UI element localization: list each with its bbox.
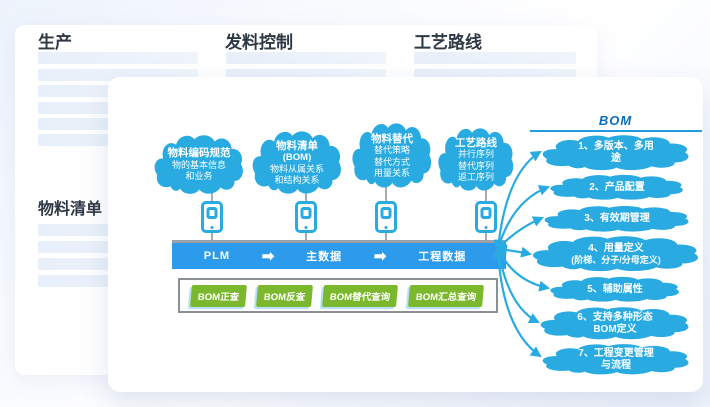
bom-item-4: 4、用量定义 (阶梯、分子/分母定义) bbox=[530, 235, 702, 273]
bom-item-line: 1、多版本、多用 bbox=[578, 141, 654, 152]
bom-item-line: 3、有效期管理 bbox=[584, 213, 650, 224]
cloud-line: 替代方式 bbox=[373, 156, 410, 167]
placeholder-row bbox=[226, 52, 386, 64]
bom-summary-query-button: BOM汇总查询 bbox=[407, 284, 484, 307]
bom-item-line: 与流程 bbox=[601, 359, 631, 371]
bom-query-box: BOM正查 BOM反查 BOM替代查询 BOM汇总查询 bbox=[178, 278, 498, 313]
cloud-material-substitution: 物料替代 替代策略 替代方式 用量关系 bbox=[351, 121, 433, 191]
cloud-title: 物料替代 bbox=[371, 132, 413, 145]
bom-substitute-query-button: BOM替代查询 bbox=[322, 284, 399, 307]
bom-title-underline bbox=[530, 130, 702, 132]
bg-heading-material-issue-control: 发料控制 bbox=[225, 33, 293, 52]
bom-item-line: BOM定义 bbox=[593, 323, 637, 335]
pipeline-stage-master-data: 主数据 bbox=[306, 251, 343, 263]
bom-item-line: 4、用量定义 bbox=[588, 242, 644, 254]
cloud-line: 并行序列 bbox=[457, 149, 494, 160]
bom-item-line: 7、工程变更管理 bbox=[578, 347, 654, 359]
bom-item-line: 5、辅助属性 bbox=[587, 283, 643, 295]
cloud-line: 物料从属关系 bbox=[269, 163, 324, 174]
bom-item-line: 6、支持多种形态 bbox=[577, 311, 653, 323]
arrow-right-icon: ➡ bbox=[373, 247, 387, 265]
bom-item-7: 7、工程变更管理 与流程 bbox=[540, 343, 692, 376]
cloud-title: 物料编码规范 bbox=[167, 147, 231, 160]
cloud-line: 和结构关系 bbox=[274, 174, 320, 185]
bg-heading-production: 生产 bbox=[38, 33, 72, 52]
bom-item-5: 5、辅助属性 bbox=[548, 276, 682, 303]
bom-item-line: (阶梯、分子/分母定义) bbox=[571, 254, 661, 265]
cloud-bom-list: 物料清单 (BOM) 物料从属关系 和结构关系 bbox=[251, 129, 343, 197]
cloud-line: 用量关系 bbox=[373, 167, 410, 178]
bom-reverse-query-button: BOM反查 bbox=[256, 284, 314, 307]
bg-heading-bill-of-materials: 物料清单 bbox=[38, 201, 103, 218]
diagram-card: 物料编码规范 物的基本信息 和业务 物料清单 (BOM) 物料从属关系 和结构关… bbox=[108, 77, 703, 392]
cloud-process-route: 工艺路线 并行序列 替代序列 返工序列 bbox=[437, 126, 515, 194]
pipeline-stage-plm: PLM bbox=[203, 250, 230, 262]
phone-icon bbox=[295, 201, 317, 233]
cloud-line: 物的基本信息 bbox=[171, 160, 226, 171]
cloud-material-coding: 物料编码规范 物的基本信息 和业务 bbox=[153, 133, 245, 197]
phone-icon bbox=[201, 201, 223, 233]
bom-item-6: 6、支持多种形态 BOM定义 bbox=[538, 306, 692, 341]
bom-item-3: 3、有效期管理 bbox=[542, 205, 692, 233]
bom-item-1: 1、多版本、多用 途 bbox=[540, 134, 692, 172]
cloud-line: 和业务 bbox=[185, 171, 213, 182]
phone-icon bbox=[475, 201, 497, 233]
cloud-line: 替代策略 bbox=[373, 145, 410, 156]
bom-panel-title: BOM bbox=[598, 113, 633, 128]
bom-item-line: 2、产品配置 bbox=[589, 181, 645, 193]
cloud-title: 工艺路线 bbox=[455, 136, 497, 149]
plm-pipeline-bar: PLM ➡ 主数据 ➡ 工程数据 bbox=[172, 240, 506, 269]
placeholder-row bbox=[414, 52, 576, 64]
phone-icon bbox=[375, 201, 397, 233]
bg-heading-process-route: 工艺路线 bbox=[414, 33, 482, 52]
cloud-title: 物料清单 bbox=[276, 139, 318, 152]
pipeline-stage-engineering-data: 工程数据 bbox=[418, 251, 467, 263]
bom-item-line: 途 bbox=[611, 153, 621, 164]
cloud-subtitle: (BOM) bbox=[282, 152, 312, 164]
cloud-line: 替代序列 bbox=[457, 160, 494, 171]
cloud-line: 返工序列 bbox=[457, 171, 494, 182]
placeholder-row bbox=[38, 52, 198, 64]
arrow-right-icon: ➡ bbox=[261, 247, 275, 265]
bom-item-2: 2、产品配置 bbox=[548, 174, 686, 201]
bom-forward-query-button: BOM正查 bbox=[190, 284, 248, 307]
